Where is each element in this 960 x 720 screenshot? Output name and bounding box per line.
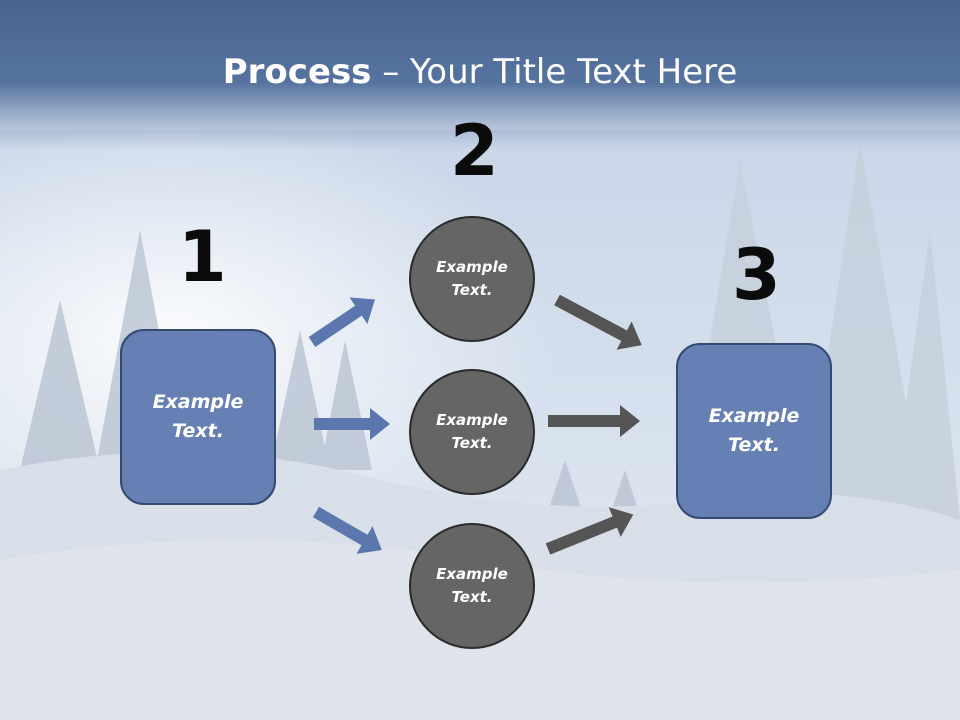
- circle-2-line1: Example: [436, 411, 508, 429]
- arrow-source-to-circle-3: [313, 506, 382, 554]
- circle-node-1: Example Text.: [409, 216, 535, 342]
- source-box-line1: Example: [152, 391, 244, 413]
- circle-3-line1: Example: [436, 565, 508, 583]
- arrow-source-to-circle-1: [308, 297, 376, 347]
- circle-1-line2: Text.: [451, 281, 493, 299]
- circle-3-line2: Text.: [451, 588, 493, 606]
- circle-2-line2: Text.: [451, 434, 493, 452]
- title-rest: – Your Title Text Here: [371, 52, 738, 92]
- title-strong: Process: [222, 52, 372, 92]
- circle-1-line1: Example: [436, 258, 508, 276]
- slide-title: Process – Your Title Text Here: [0, 52, 960, 92]
- step-number-2: 2: [450, 110, 499, 192]
- title-bar: [0, 0, 960, 150]
- arrow-circle-2-to-target: [548, 405, 640, 437]
- circle-node-2: Example Text.: [409, 369, 535, 495]
- arrow-circle-3-to-target: [545, 507, 634, 555]
- target-box-line1: Example: [708, 405, 800, 427]
- step-number-1: 1: [178, 216, 227, 298]
- arrow-source-to-circle-2: [314, 408, 390, 440]
- source-box: Example Text.: [120, 329, 276, 505]
- source-box-line2: Text.: [172, 420, 224, 442]
- target-box-line2: Text.: [728, 434, 780, 456]
- step-number-3: 3: [732, 234, 781, 316]
- target-box: Example Text.: [676, 343, 832, 519]
- arrow-circle-1-to-target: [554, 294, 642, 350]
- circle-node-3: Example Text.: [409, 523, 535, 649]
